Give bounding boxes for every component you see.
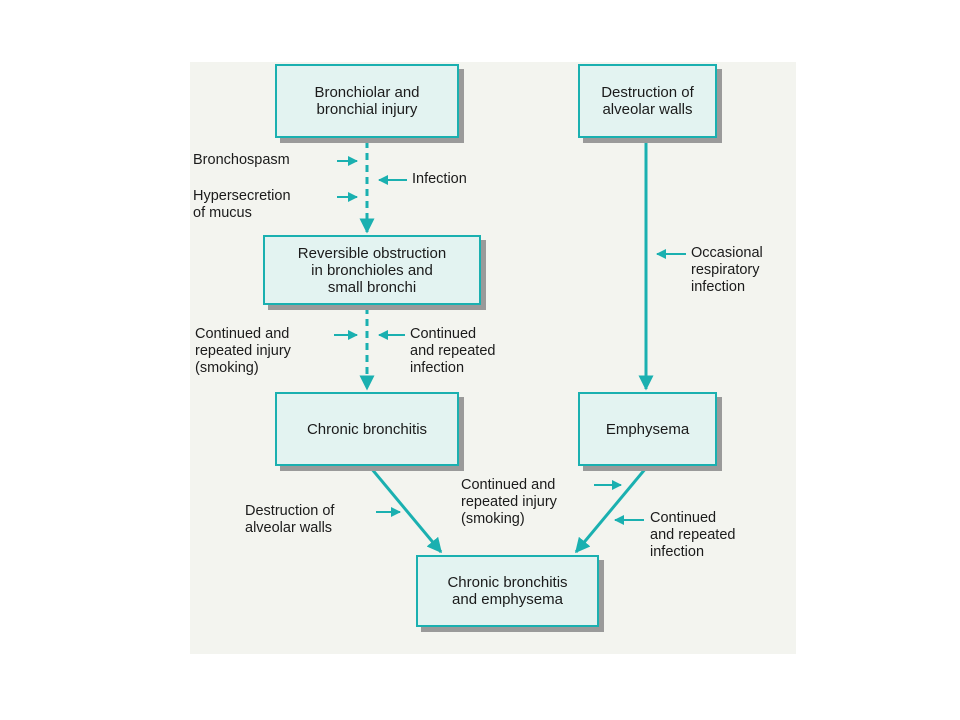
- box-chronic-bronchitis-and-emphysema: Chronic bronchitis and emphysema: [416, 555, 599, 627]
- label-infection: Infection: [412, 171, 467, 187]
- box-destruction-alveolar-walls: Destruction of alveolar walls: [578, 64, 717, 138]
- label-continued-repeated-infection-right: Continued and repeated infection: [650, 510, 736, 560]
- box-emphysema: Emphysema: [578, 392, 717, 466]
- label-occasional-respiratory-infection: Occasional respiratory infection: [691, 245, 763, 295]
- arrow-bronchitis-to-combined: [369, 467, 443, 554]
- label-destruction-alveolar-walls-lower: Destruction of alveolar walls: [245, 503, 335, 536]
- label-bronchospasm: Bronchospasm: [193, 152, 290, 168]
- label-hypersecretion: Hypersecretion of mucus: [193, 188, 291, 221]
- box-bronchiolar-bronchial-injury: Bronchiolar and bronchial injury: [275, 64, 459, 138]
- label-continued-repeated-injury-right: Continued and repeated injury (smoking): [461, 477, 557, 527]
- arrow-emphysema-to-combined: [574, 467, 648, 554]
- box-chronic-bronchitis: Chronic bronchitis: [275, 392, 459, 466]
- box-reversible-obstruction: Reversible obstruction in bronchioles an…: [263, 235, 481, 305]
- label-continued-repeated-injury-left: Continued and repeated injury (smoking): [195, 326, 291, 376]
- label-continued-repeated-infection-left: Continued and repeated infection: [410, 326, 496, 376]
